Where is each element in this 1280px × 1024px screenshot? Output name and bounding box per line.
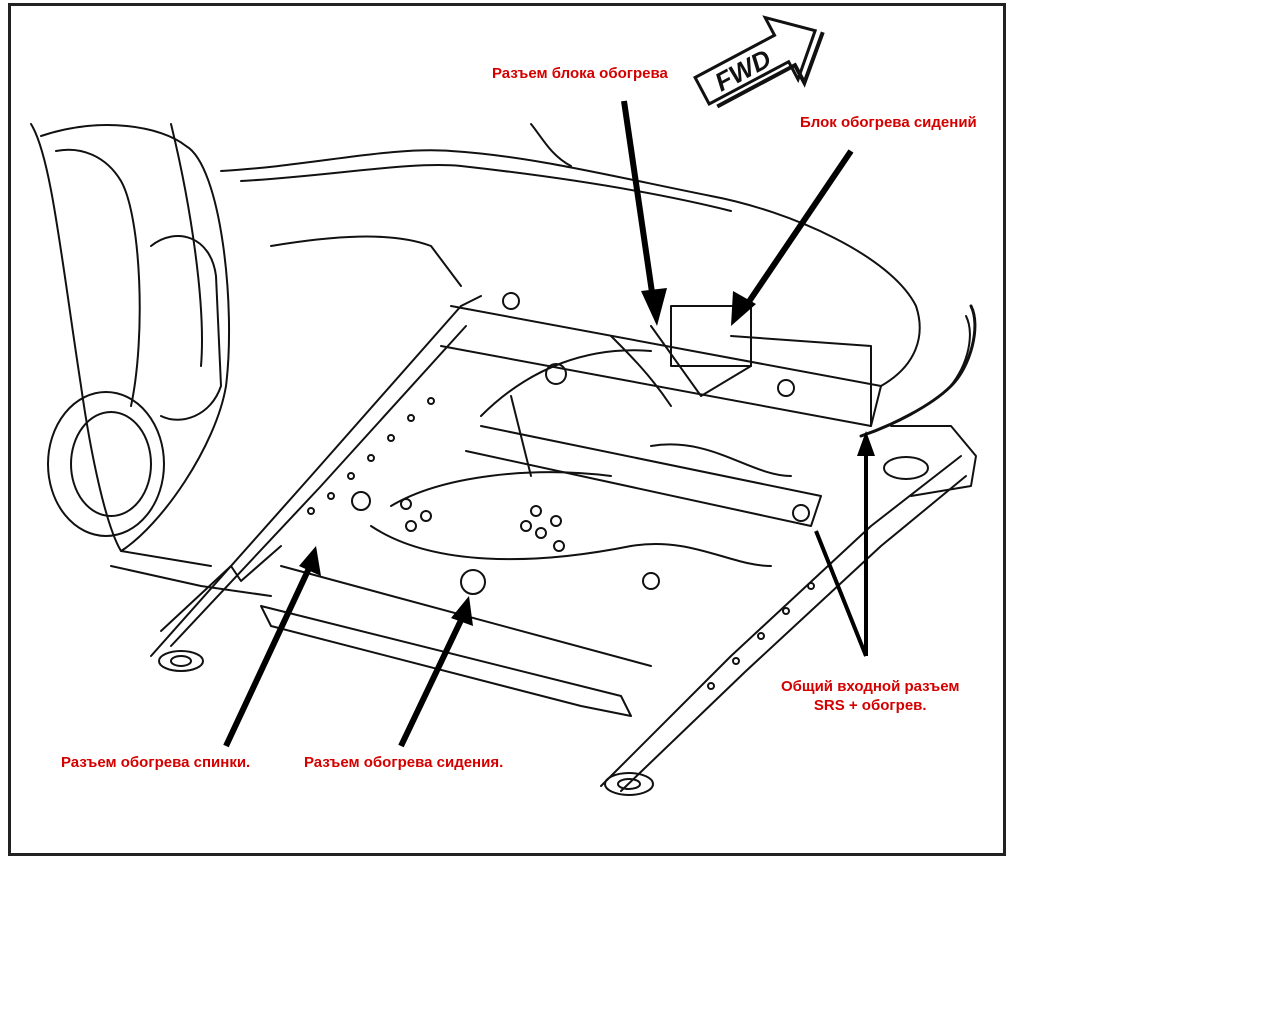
arrow-seat-heater-block	[731, 149, 854, 326]
arrow-backrest-connector	[223, 546, 321, 748]
left-rail	[150, 295, 482, 657]
pointer-arrows	[223, 100, 875, 748]
label-backrest-heater-connector: Разъем обогрева спинки.	[61, 754, 251, 771]
pan-holes	[400, 498, 565, 552]
label-common-input-connector: Общий входной разъем SRS + обогрев.	[781, 677, 959, 715]
frame-crossbar	[440, 305, 882, 427]
label-seat-heater-block: Блок обогрева сидений	[800, 114, 977, 131]
seat-back-side	[40, 124, 230, 552]
recliner-cover	[47, 391, 165, 537]
fwd-arrow: FWD	[693, 15, 825, 109]
front-panel	[260, 605, 632, 717]
left-front-foot	[158, 650, 204, 672]
seat-frame-illustration: FWD	[30, 15, 977, 796]
right-front-foot	[604, 772, 654, 796]
seat-back-outline	[30, 123, 212, 567]
seat-cushion-outline	[220, 149, 921, 387]
rail-holes	[307, 397, 815, 690]
arrow-seat-connector	[398, 596, 473, 748]
arrow-common-input	[814, 431, 875, 657]
label-heater-block-connector: Разъем блока обогрева	[492, 65, 668, 82]
label-seat-heater-connector: Разъем обогрева сидения.	[304, 754, 504, 771]
arrow-heater-block-connector	[621, 100, 667, 326]
right-rail	[600, 455, 962, 787]
label-common-input-line2: SRS + обогрев.	[813, 697, 927, 714]
label-common-input-line1: Общий входной разъем	[781, 678, 960, 695]
wiring-harness	[859, 304, 977, 438]
diagram-frame: FWD	[8, 3, 1006, 856]
